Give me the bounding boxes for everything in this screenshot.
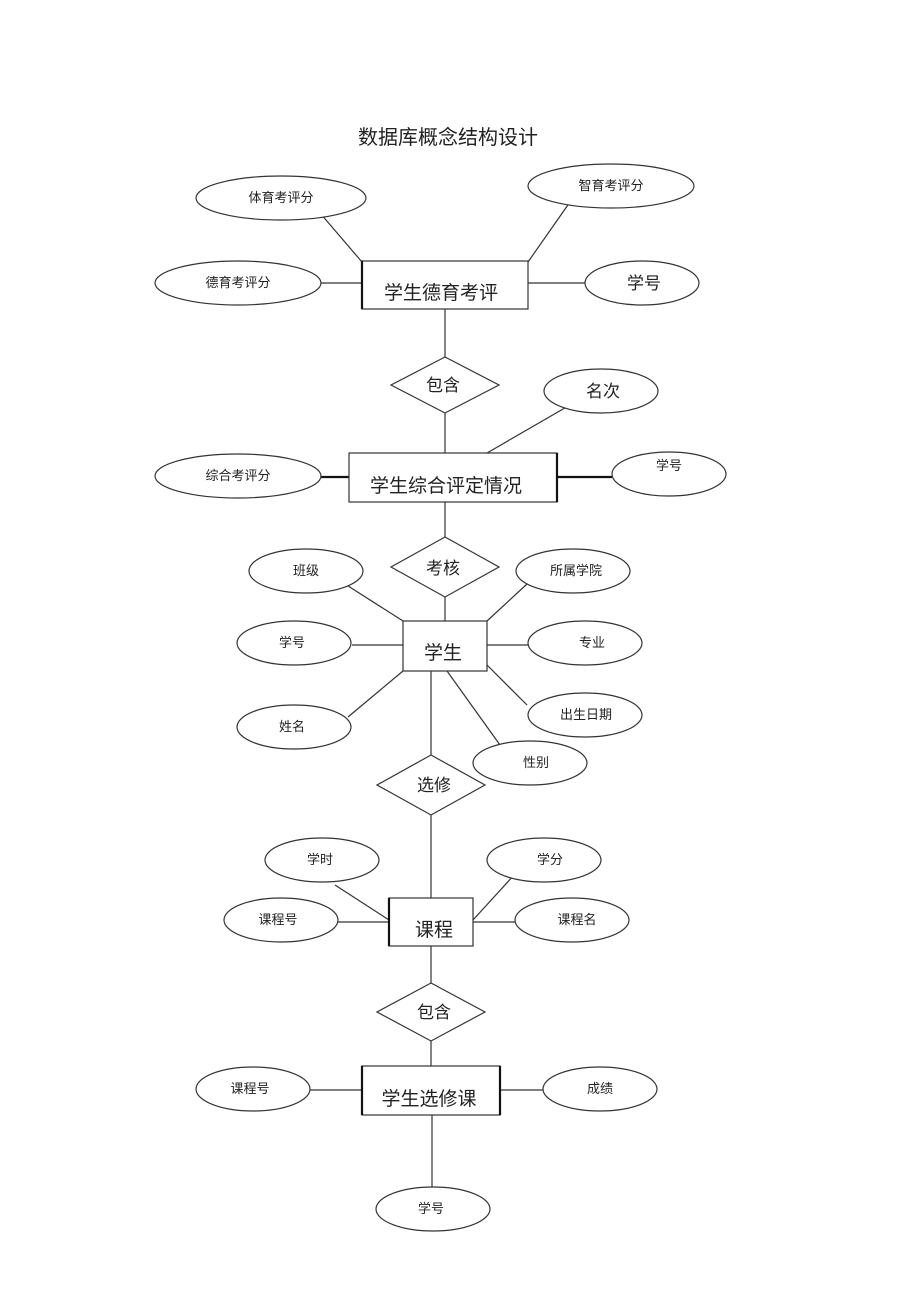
entity-student: 学生 [402,620,488,672]
line-intellect-score [527,201,571,263]
rel-assess: 考核 [389,536,501,598]
attr-rank-label: 名次 [586,382,620,402]
attr-name-label: 姓名 [279,719,305,735]
rel-assess-label: 考核 [426,559,460,579]
attr-pe-score: 体育考评分 [195,175,367,221]
attr-gender-label: 性别 [523,756,549,771]
attr-overall-student-id-label: 学号 [656,458,682,474]
line-birth-date [486,664,528,706]
attr-birth-date-label: 出生日期 [560,708,612,723]
line-name [347,670,404,718]
attr-course-id: 课程号 [223,897,339,943]
rel-contains-2-label: 包含 [417,1003,451,1023]
attr-grade-label: 成绩 [587,1082,613,1097]
entity-enrollment: 学生选修课 [360,1065,502,1116]
attr-moral-student-id-label: 学号 [627,274,661,294]
attr-student-id-label: 学号 [279,635,305,651]
attr-gender: 性别 [472,740,588,786]
attr-course-name-label: 课程名 [557,912,596,928]
attr-birth-date: 出生日期 [527,692,643,738]
attr-name: 姓名 [236,704,352,750]
line-gender [446,670,501,746]
attr-major-label: 专业 [579,636,605,651]
line-pe-score [319,212,363,263]
attr-rank: 名次 [543,368,659,414]
entity-moral-eval-label: 学生德育考评 [384,282,498,304]
attr-course-name: 课程名 [514,897,630,943]
entity-overall-eval: 学生综合评定情况 [348,452,559,503]
rel-contains-1: 包含 [389,356,501,414]
attr-enroll-student-id: 学号 [375,1186,491,1232]
attr-credit: 学分 [486,837,602,883]
attr-course-id-label: 课程号 [258,913,297,928]
attr-moral-student-id: 学号 [584,260,700,306]
attr-class-label: 班级 [293,564,319,579]
entity-course-label: 课程 [415,919,453,941]
attr-moral-score-label: 德育考评分 [205,275,270,291]
attr-class: 班级 [248,548,364,594]
attr-overall-student-id: 学号 [611,451,727,497]
attr-credit-label: 学分 [537,852,563,868]
attr-enroll-student-id-label: 学号 [418,1201,444,1217]
attr-major: 专业 [527,620,643,666]
line-college [486,583,528,622]
entity-course: 课程 [387,897,474,947]
entity-student-label: 学生 [424,642,462,664]
attr-pe-score-label: 体育考评分 [248,190,313,206]
attr-enroll-course-id: 课程号 [195,1066,311,1112]
attr-hours: 学时 [264,837,380,883]
attr-intellect-score-label: 智育考评分 [578,178,643,194]
connector-lines [310,201,612,1189]
attr-student-id: 学号 [236,620,352,666]
line-rank [486,404,571,454]
rel-contains-1-label: 包含 [426,376,460,396]
attr-grade: 成绩 [542,1066,658,1112]
attr-overall-score-label: 综合考评分 [205,469,270,484]
entity-moral-eval: 学生德育考评 [360,260,529,310]
entity-enrollment-label: 学生选修课 [381,1088,476,1110]
entity-overall-eval-label: 学生综合评定情况 [370,475,522,497]
attr-hours-label: 学时 [307,852,333,868]
attr-college-label: 所属学院 [550,563,602,579]
page-title: 数据库概念结构设计 [358,125,538,149]
attr-enroll-course-id-label: 课程号 [230,1082,269,1097]
attr-intellect-score: 智育考评分 [527,163,695,209]
rel-select: 选修 [375,754,487,816]
line-class [344,583,404,622]
rel-select-label: 选修 [417,776,451,796]
line-credit [472,873,516,921]
rel-contains-2: 包含 [375,982,487,1042]
line-hours [334,884,390,921]
attr-college: 所属学院 [515,548,631,594]
attr-moral-score: 德育考评分 [154,260,322,306]
attr-overall-score: 综合考评分 [154,453,322,499]
